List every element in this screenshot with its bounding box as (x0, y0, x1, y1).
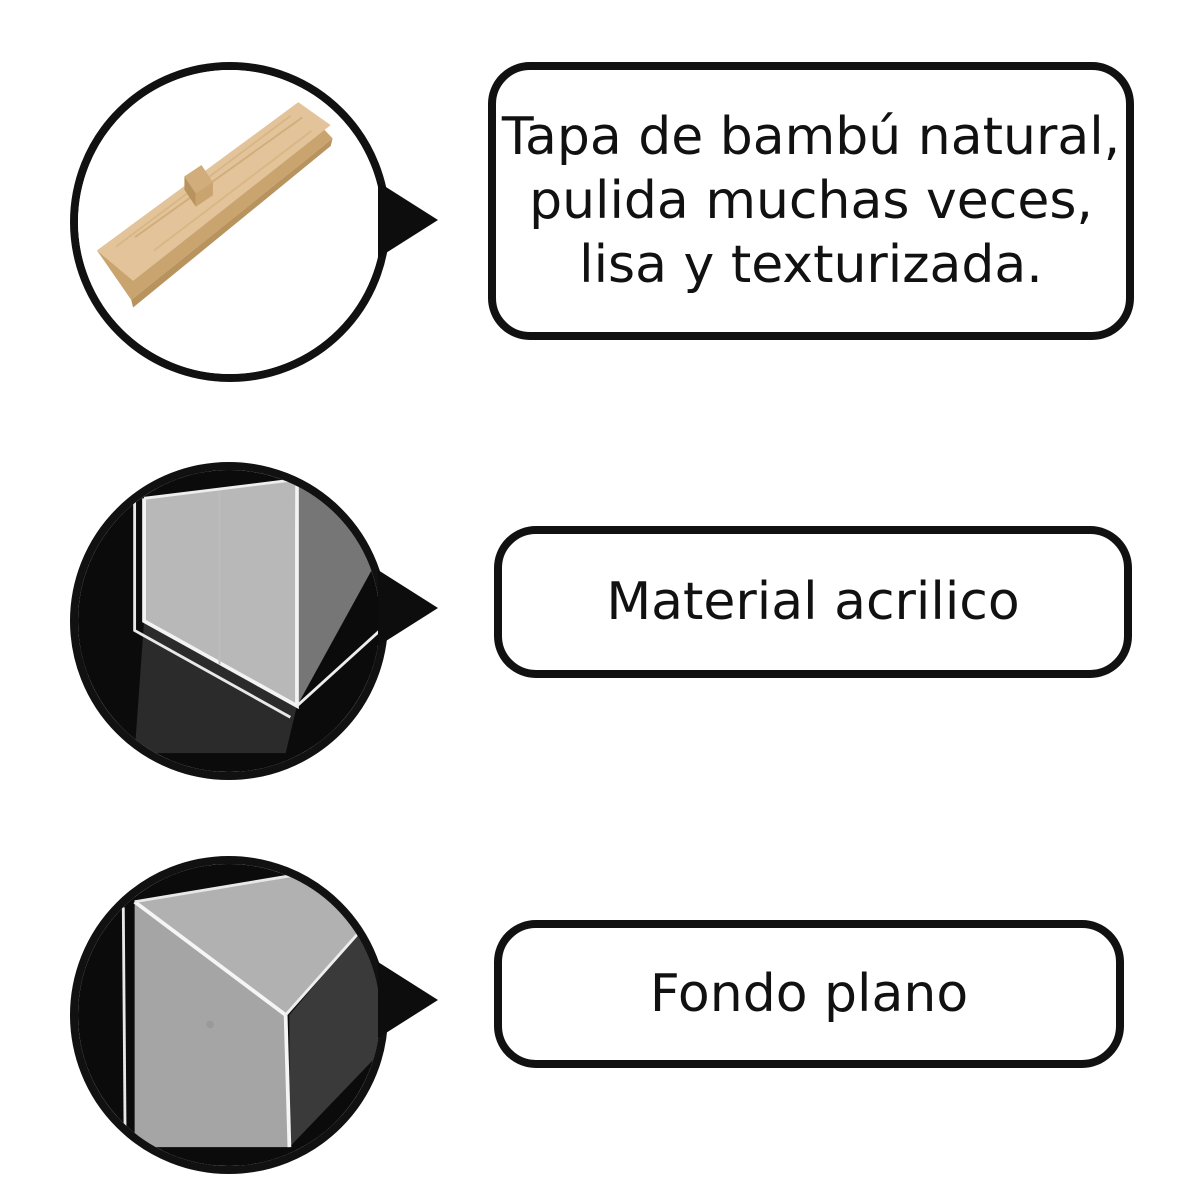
feature-text-line: Material acrilico (606, 572, 1020, 632)
acrylic-box-image (70, 462, 388, 780)
feature-text-box: Material acrilico (494, 526, 1132, 678)
feature-text-line: Fondo plano (649, 964, 969, 1024)
feature-text-box: Tapa de bambú natural, pulida muchas vec… (488, 62, 1134, 340)
feature-text-line: lisa y texturizada. (579, 235, 1043, 295)
callout-pointer (378, 962, 438, 1038)
flat-bottom-icon (78, 864, 380, 1166)
feature-text-box: Fondo plano (494, 920, 1124, 1068)
callout-pointer (378, 570, 438, 646)
flat-bottom-image (70, 856, 388, 1174)
feature-text-line: Tapa de bambú natural, (501, 107, 1121, 167)
feature-bamboo-lid: Tapa de bambú natural, pulida muchas vec… (0, 0, 1200, 400)
feature-text-line: pulida muchas veces, (529, 171, 1093, 231)
acrylic-box-icon (78, 470, 380, 772)
bamboo-lid-image (70, 62, 390, 382)
feature-acrylic-material: Material acrilico (70, 462, 1132, 780)
bamboo-lid-icon (78, 70, 382, 374)
callout-pointer (378, 182, 438, 258)
